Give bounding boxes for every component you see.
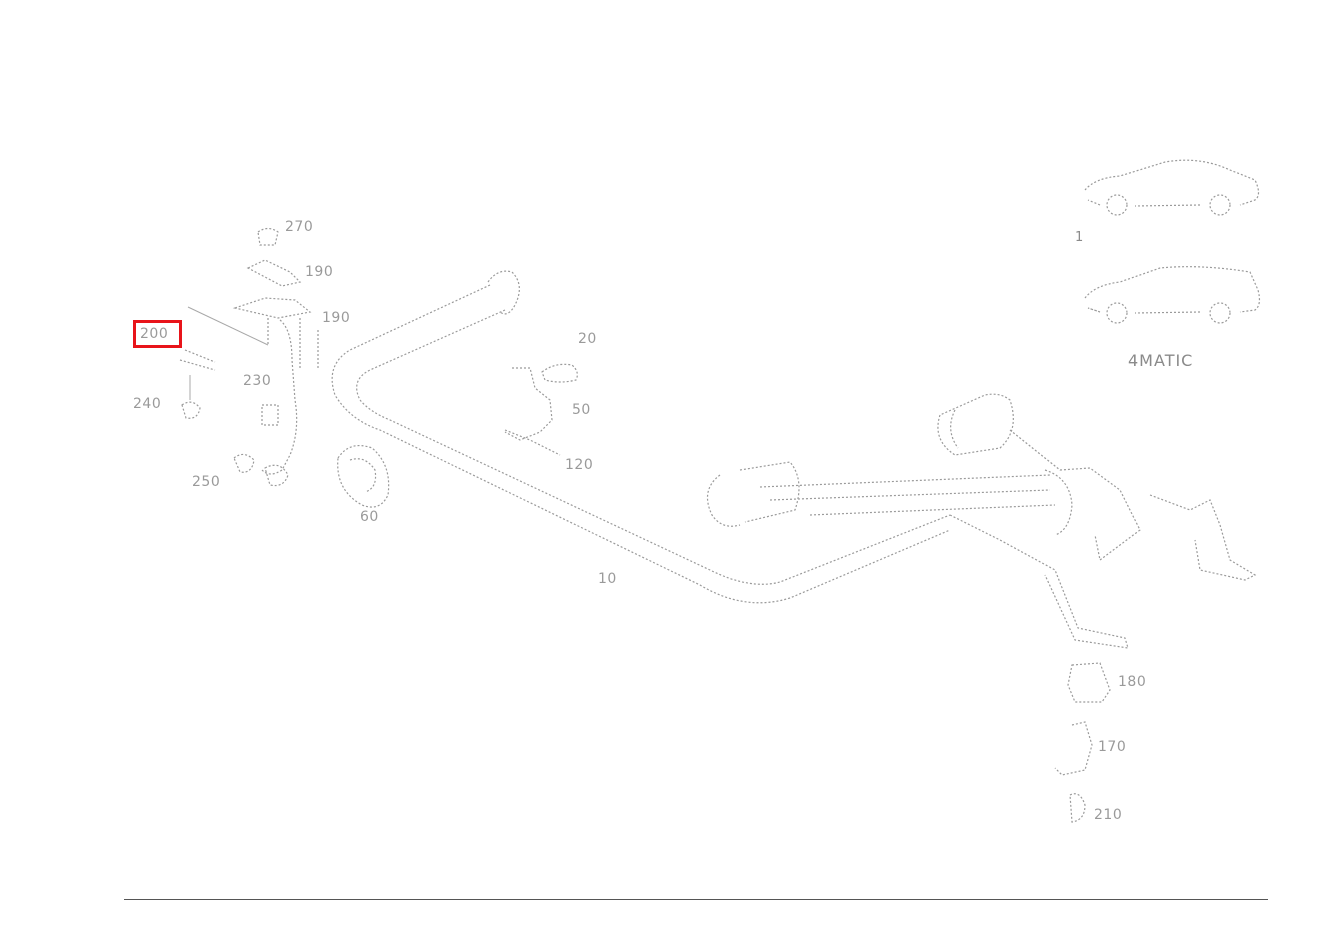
model-label-4matic: 4MATIC (1128, 351, 1194, 370)
callout-20[interactable]: 20 (578, 331, 597, 347)
axle-tube-assembly (706, 393, 1257, 581)
callout-270[interactable]: 270 (285, 219, 314, 235)
callout-10[interactable]: 10 (598, 571, 617, 587)
callout-60[interactable]: 60 (360, 509, 379, 525)
callout-highlight-box (133, 320, 182, 348)
bar-bushing (337, 445, 390, 508)
callout-170[interactable]: 170 (1098, 739, 1127, 755)
stabilizer-bar (331, 270, 1129, 649)
callout-120[interactable]: 120 (565, 457, 594, 473)
callout-250[interactable]: 250 (192, 474, 221, 490)
callout-240[interactable]: 240 (133, 396, 162, 412)
callout-200[interactable]: 200 (140, 326, 169, 342)
right-link-parts (1054, 662, 1111, 823)
vehicle-icons (1084, 159, 1261, 324)
left-link-parts (179, 227, 319, 487)
mounting-bracket (504, 363, 578, 456)
callout-210[interactable]: 210 (1094, 807, 1123, 823)
footer-divider (124, 899, 1268, 900)
callout-180[interactable]: 180 (1118, 674, 1147, 690)
model-label-sedan: 1 (1075, 230, 1085, 245)
callout-230[interactable]: 230 (243, 373, 272, 389)
callout-190-upper[interactable]: 190 (305, 264, 334, 280)
callout-50[interactable]: 50 (572, 402, 591, 418)
callout-190-lower[interactable]: 190 (322, 310, 351, 326)
